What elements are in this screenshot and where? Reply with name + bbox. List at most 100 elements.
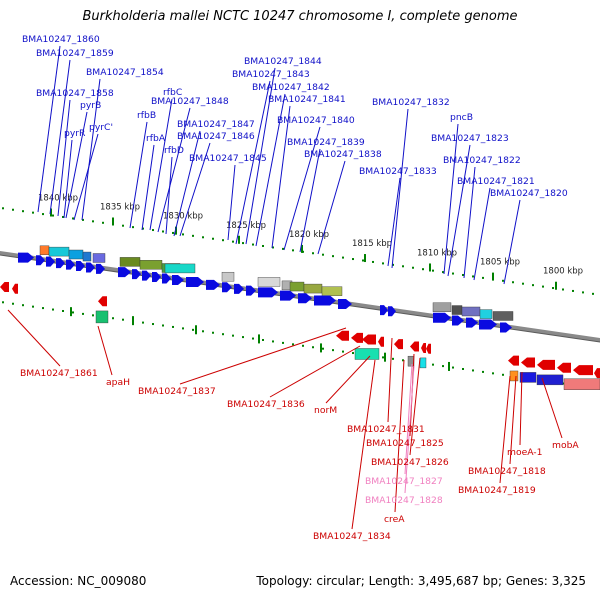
reverse-scale-dot [222,333,224,336]
gene-label-bma10247-1839: BMA10247_1839 [287,137,365,148]
label-leader-line [179,142,211,237]
forward-gene-arrow [246,285,256,296]
label-leader-line [57,99,71,217]
scale-tick-label: 1835 kbp [100,203,140,213]
forward-scale-dot [252,243,254,246]
gene-label-bma10247-1845: BMA10247_1845 [189,153,267,164]
scale-tick-label: 1825 kbp [226,221,266,231]
forward-gene-arrow [132,269,141,280]
reverse-gene-arrow [426,343,431,354]
scale-tick-label: 1840 kbp [38,194,78,204]
reverse-scale-dot [402,359,404,362]
reverse-scale-dot [72,311,74,314]
forward-scale-dot [12,208,14,211]
gene-label-bma10247-1836: BMA10247_1836 [227,399,305,410]
gene-label-bma10247-1819: BMA10247_1819 [458,485,536,496]
gene-label-apah: apaH [106,377,130,388]
forward-scale-dot [32,211,34,214]
reverse-scale-tick [320,343,322,353]
forward-scale-dot [182,233,184,236]
forward-gene-arrow [118,267,131,278]
forward-gene-arrow [280,290,296,301]
label-leader-line [351,359,376,530]
forward-scale-dot [462,273,464,276]
gene-label-bma10247-1820: BMA10247_1820 [490,188,568,199]
reverse-scale-dot [282,341,284,344]
label-leader-line [245,67,276,245]
forward-gene-arrow [314,295,336,306]
reverse-scale-dot [112,317,114,320]
label-leader-line [509,375,517,465]
label-leader-line [271,105,291,249]
reverse-scale-dot [502,373,504,376]
gene-label-bma10247-1821: BMA10247_1821 [457,176,535,187]
reverse-scale-dot [82,312,84,315]
forward-scale-dot [72,217,74,220]
forward-scale-dot [412,266,414,269]
scale-major-tick [492,272,494,281]
reverse-scale-dot [452,366,454,369]
reverse-scale-dot [302,344,304,347]
reverse-scale-dot [162,324,164,327]
forward-gene-arrow [18,252,34,263]
forward-scale-dot [52,214,54,217]
accession-text: Accession: NC_009080 [10,574,147,588]
reverse-gene-arrow [336,330,349,341]
reverse-scale-dot [352,352,354,355]
reverse-gene-arrow [594,368,600,379]
label-leader-line [387,177,401,267]
norM-domain-block [354,348,380,360]
label-leader-line [404,365,415,494]
reverse-scale-dot [92,314,94,317]
reverse-scale-dot [242,336,244,339]
forward-scale-dot [262,244,264,247]
reverse-scale-tick [448,361,450,371]
scale-major-tick [429,263,431,272]
reverse-gene-arrow [98,296,107,307]
forward-gene-arrow [206,279,220,290]
forward-scale-dot [372,260,374,263]
scale-tick-label: 1805 kbp [480,258,520,268]
pyr-domain-block [39,245,50,256]
pink-domain-block [563,378,600,390]
reverse-scale-dot [292,343,294,346]
gene-label-bma10247-1828: BMA10247_1828 [365,495,443,506]
label-leader-line [49,59,71,215]
forward-scale-dot [242,242,244,245]
label-leader-line [173,130,201,237]
gene-label-rfbc: rfbC [163,87,182,98]
gene-label-bma10247-1825: BMA10247_1825 [366,438,444,449]
forward-scale-dot [502,279,504,282]
forward-scale-dot [232,240,234,243]
label-leader-line [447,144,471,277]
olive-domain-block [321,286,343,296]
rfb-secondary-block [164,263,196,274]
gene-label-bma10247-1838: BMA10247_1838 [304,149,382,160]
reverse-scale-tick [384,352,386,362]
forward-gene-arrow [86,262,95,273]
label-leader-line [503,199,521,285]
reverse-gene-arrow [12,283,18,294]
gene-layer [0,252,600,379]
gene-label-bma10247-1831: BMA10247_1831 [347,424,425,435]
reverse-gene-arrow [394,339,403,350]
label-leader-line [141,144,155,231]
scale-tick-label: 1815 kbp [352,239,392,249]
forward-gene-arrow [298,293,312,304]
forward-scale-dot [22,210,24,213]
forward-scale-dot [212,237,214,240]
label-leader-line [149,98,173,231]
reverse-gene-arrow [410,341,419,352]
forward-scale-dot [202,236,204,239]
forward-scale-dot [332,255,334,258]
reverse-scale-dot [182,327,184,330]
reverse-gene-arrow [351,332,363,343]
gene-label-bma10247-1859: BMA10247_1859 [36,48,114,59]
forward-scale-dot [392,263,394,266]
gene-label-bma10247-1854: BMA10247_1854 [86,67,164,78]
forward-gene-arrow [380,305,388,316]
reverse-scale-tick [195,325,197,335]
forward-gene-arrow [388,306,396,317]
forward-gene-arrow [466,317,478,328]
orange-domain-block [509,370,519,382]
